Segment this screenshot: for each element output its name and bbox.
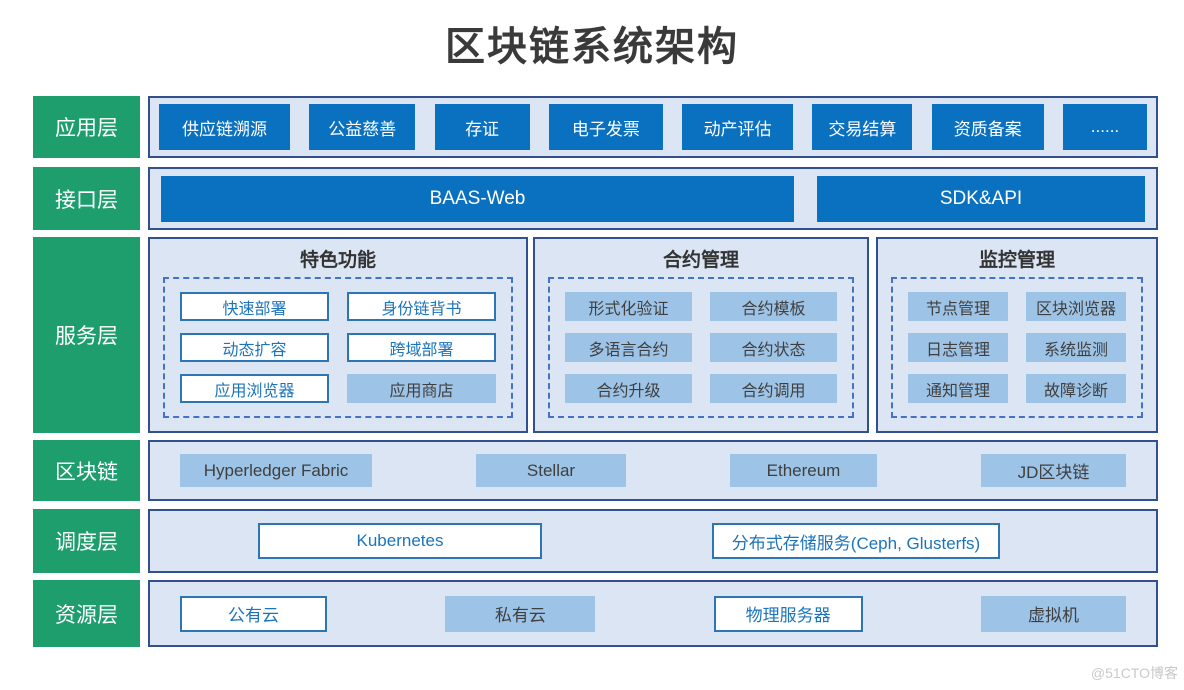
interface-layer-panel: BAAS-Web SDK&API bbox=[148, 167, 1158, 230]
service-node-notify-mgmt: 通知管理 bbox=[908, 374, 1008, 403]
service-node-contract-invoke: 合约调用 bbox=[710, 374, 837, 403]
res-node-virtual-machine: 虚拟机 bbox=[980, 595, 1126, 632]
layer-label-scheduling: 调度层 bbox=[33, 509, 140, 573]
app-node-qualification-record: 资质备案 bbox=[931, 104, 1044, 150]
app-node-charity: 公益慈善 bbox=[309, 104, 416, 150]
service-group-dashed-box: 节点管理 区块浏览器 日志管理 系统监测 通知管理 故障诊断 bbox=[891, 277, 1143, 418]
diagram-title: 区块链系统架构 bbox=[445, 25, 739, 69]
layer-label-application: 应用层 bbox=[33, 96, 140, 158]
res-node-physical-server: 物理服务器 bbox=[713, 595, 863, 632]
service-group-title: 监控管理 bbox=[978, 249, 1055, 271]
layer-label-blockchain: 区块链 bbox=[33, 440, 140, 501]
layer-label-interface: 接口层 bbox=[33, 167, 140, 230]
service-group-features: 特色功能 快速部署 身份链背书 动态扩容 跨域部署 应用浏览器 应用商店 bbox=[148, 237, 528, 433]
service-node-quick-deploy: 快速部署 bbox=[180, 292, 329, 321]
service-group-monitor-mgmt: 监控管理 节点管理 区块浏览器 日志管理 系统监测 通知管理 故障诊断 bbox=[876, 237, 1158, 433]
service-node-contract-template: 合约模板 bbox=[710, 292, 837, 321]
res-node-public-cloud: 公有云 bbox=[180, 595, 327, 632]
watermark: @51CTO博客 bbox=[1090, 665, 1178, 681]
api-node-sdk-api: SDK&API bbox=[817, 175, 1145, 222]
resource-layer-panel: 公有云 私有云 物理服务器 虚拟机 bbox=[148, 580, 1158, 647]
app-node-supply-chain-trace: 供应链溯源 bbox=[159, 104, 290, 150]
app-node-asset-appraisal: 动产评估 bbox=[682, 104, 794, 150]
service-group-title: 特色功能 bbox=[299, 249, 376, 271]
service-node-fault-diagnosis: 故障诊断 bbox=[1026, 374, 1126, 403]
chain-node-hyperledger-fabric: Hyperledger Fabric bbox=[180, 454, 372, 487]
service-node-contract-state: 合约状态 bbox=[710, 333, 837, 362]
service-node-block-explorer: 区块浏览器 bbox=[1026, 292, 1126, 321]
service-group-dashed-box: 快速部署 身份链背书 动态扩容 跨域部署 应用浏览器 应用商店 bbox=[163, 277, 513, 418]
service-node-multilang-contract: 多语言合约 bbox=[565, 333, 692, 362]
service-node-formal-verification: 形式化验证 bbox=[565, 292, 692, 321]
sched-node-kubernetes: Kubernetes bbox=[258, 523, 542, 559]
service-node-app-browser: 应用浏览器 bbox=[180, 374, 329, 403]
service-node-dynamic-scaling: 动态扩容 bbox=[180, 333, 329, 362]
res-node-private-cloud: 私有云 bbox=[445, 595, 596, 632]
service-group-contract-mgmt: 合约管理 形式化验证 合约模板 多语言合约 合约状态 合约升级 合约调用 bbox=[533, 237, 869, 433]
service-node-log-mgmt: 日志管理 bbox=[908, 333, 1008, 362]
service-node-node-mgmt: 节点管理 bbox=[908, 292, 1008, 321]
service-node-system-monitor: 系统监测 bbox=[1026, 333, 1126, 362]
application-layer-panel: 供应链溯源 公益慈善 存证 电子发票 动产评估 交易结算 资质备案 ...... bbox=[148, 96, 1158, 158]
scheduling-layer-panel: Kubernetes 分布式存储服务(Ceph, Glusterfs) bbox=[148, 509, 1158, 573]
blockchain-layer-panel: Hyperledger Fabric Stellar Ethereum JD区块… bbox=[148, 440, 1158, 501]
service-node-app-store: 应用商店 bbox=[347, 374, 496, 403]
app-node-e-invoice: 电子发票 bbox=[548, 104, 663, 150]
chain-node-jd-blockchain: JD区块链 bbox=[981, 454, 1126, 487]
chain-node-ethereum: Ethereum bbox=[730, 454, 877, 487]
service-node-contract-upgrade: 合约升级 bbox=[565, 374, 692, 403]
layer-label-service: 服务层 bbox=[33, 237, 140, 433]
service-group-title: 合约管理 bbox=[662, 249, 739, 271]
layer-label-resource: 资源层 bbox=[33, 580, 140, 647]
chain-node-stellar: Stellar bbox=[476, 454, 626, 487]
sched-node-distributed-storage: 分布式存储服务(Ceph, Glusterfs) bbox=[712, 523, 1000, 559]
service-group-dashed-box: 形式化验证 合约模板 多语言合约 合约状态 合约升级 合约调用 bbox=[548, 277, 854, 418]
service-node-cross-domain-deploy: 跨域部署 bbox=[347, 333, 496, 362]
app-node-more: ...... bbox=[1062, 104, 1147, 150]
app-node-evidence: 存证 bbox=[434, 104, 530, 150]
app-node-trade-settlement: 交易结算 bbox=[812, 104, 913, 150]
service-node-identity-endorse: 身份链背书 bbox=[347, 292, 496, 321]
api-node-baas-web: BAAS-Web bbox=[161, 175, 794, 222]
